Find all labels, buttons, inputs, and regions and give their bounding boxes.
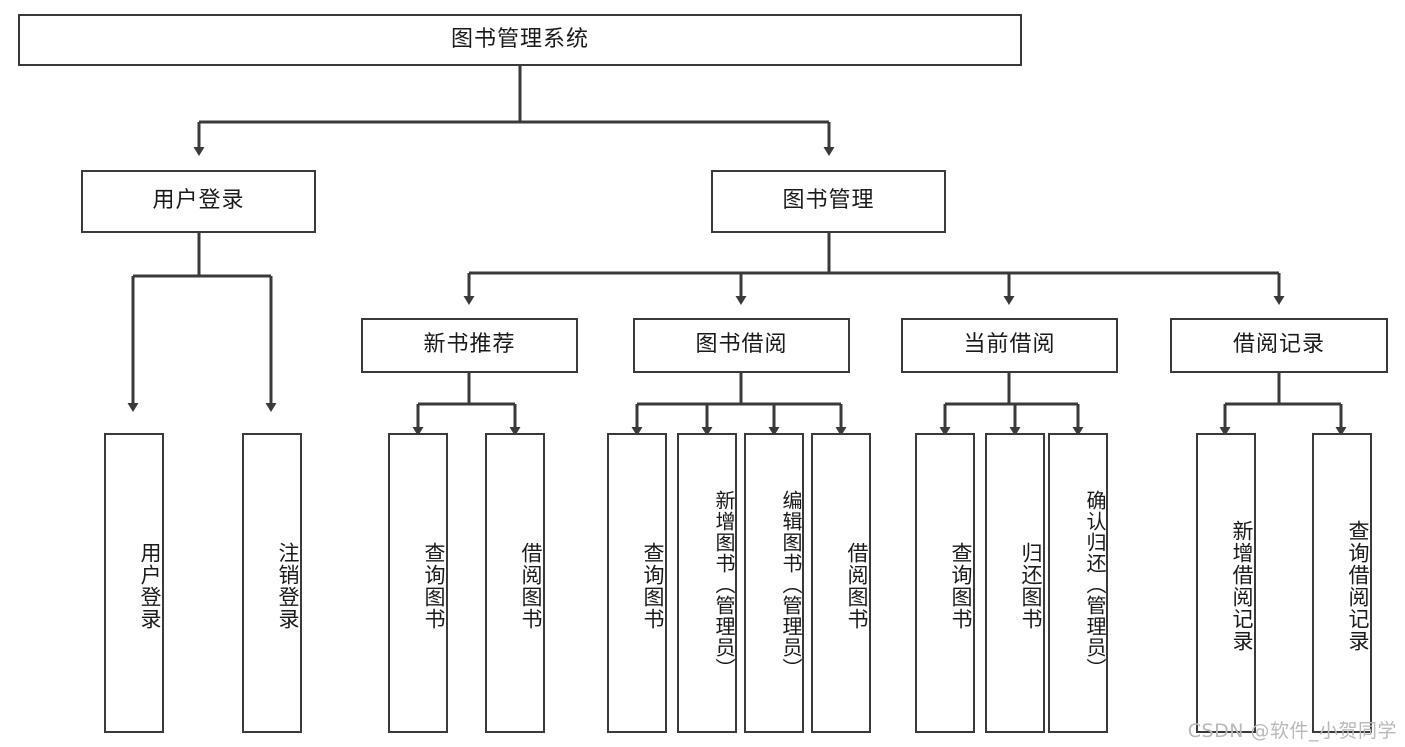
node-user-login-label: 用户登录 bbox=[152, 188, 245, 214]
leaf-borrow-record-query[interactable]: 查询借阅记录 bbox=[1312, 433, 1372, 733]
node-root[interactable]: 图书管理系统 bbox=[18, 14, 1022, 66]
node-borrow-record-label: 借阅记录 bbox=[1232, 332, 1325, 358]
leaf-user-login-signin[interactable]: 用户登录 bbox=[104, 433, 164, 733]
leaf-current-borrow-query[interactable]: 查询图书 bbox=[915, 433, 975, 733]
leaf-book-borrow-query[interactable]: 查询图书 bbox=[607, 433, 667, 733]
leaf-book-borrow-lend[interactable]: 借阅图书 bbox=[811, 433, 871, 733]
leaf-label: 查询借阅记录 bbox=[1346, 520, 1370, 652]
leaf-book-borrow-edit[interactable]: 编辑图书（管理员） bbox=[744, 433, 804, 733]
leaf-label: 查询图书 bbox=[641, 542, 665, 630]
leaf-book-borrow-add[interactable]: 新增图书（管理员） bbox=[677, 433, 737, 733]
leaf-current-borrow-return[interactable]: 归还图书 bbox=[985, 433, 1045, 733]
leaf-current-borrow-confirm[interactable]: 确认归还（管理员） bbox=[1048, 433, 1108, 733]
node-book-manage-label: 图书管理 bbox=[782, 188, 875, 214]
node-book-borrow[interactable]: 图书借阅 bbox=[633, 318, 850, 373]
node-new-book-recommend[interactable]: 新书推荐 bbox=[361, 318, 578, 373]
node-user-login[interactable]: 用户登录 bbox=[81, 170, 316, 233]
leaf-label: 查询图书 bbox=[422, 542, 446, 630]
node-current-borrow[interactable]: 当前借阅 bbox=[901, 318, 1118, 373]
node-borrow-record[interactable]: 借阅记录 bbox=[1170, 318, 1388, 373]
leaf-label: 查询图书 bbox=[949, 542, 973, 630]
leaf-new-book-borrow[interactable]: 借阅图书 bbox=[485, 433, 545, 733]
node-root-label: 图书管理系统 bbox=[450, 26, 589, 52]
leaf-borrow-record-add[interactable]: 新增借阅记录 bbox=[1196, 433, 1256, 733]
node-new-book-recommend-label: 新书推荐 bbox=[423, 332, 516, 358]
leaf-user-login-signout[interactable]: 注销登录 bbox=[242, 433, 302, 733]
watermark-text: CSDN @软件_小贺同学 bbox=[1187, 720, 1397, 742]
leaf-label: 借阅图书 bbox=[845, 542, 869, 630]
leaf-label: 确认归还（管理员） bbox=[1083, 489, 1107, 679]
leaf-label: 借阅图书 bbox=[519, 542, 543, 630]
node-current-borrow-label: 当前借阅 bbox=[963, 332, 1056, 358]
leaf-label: 新增图书（管理员） bbox=[712, 489, 736, 679]
leaf-label: 用户登录 bbox=[138, 542, 162, 630]
node-book-manage[interactable]: 图书管理 bbox=[711, 170, 946, 233]
leaf-label: 新增借阅记录 bbox=[1230, 520, 1254, 652]
node-book-borrow-label: 图书借阅 bbox=[695, 332, 788, 358]
leaf-label: 归还图书 bbox=[1019, 542, 1043, 630]
leaf-label: 注销登录 bbox=[276, 542, 300, 630]
leaf-new-book-query[interactable]: 查询图书 bbox=[388, 433, 448, 733]
leaf-label: 编辑图书（管理员） bbox=[779, 489, 803, 679]
